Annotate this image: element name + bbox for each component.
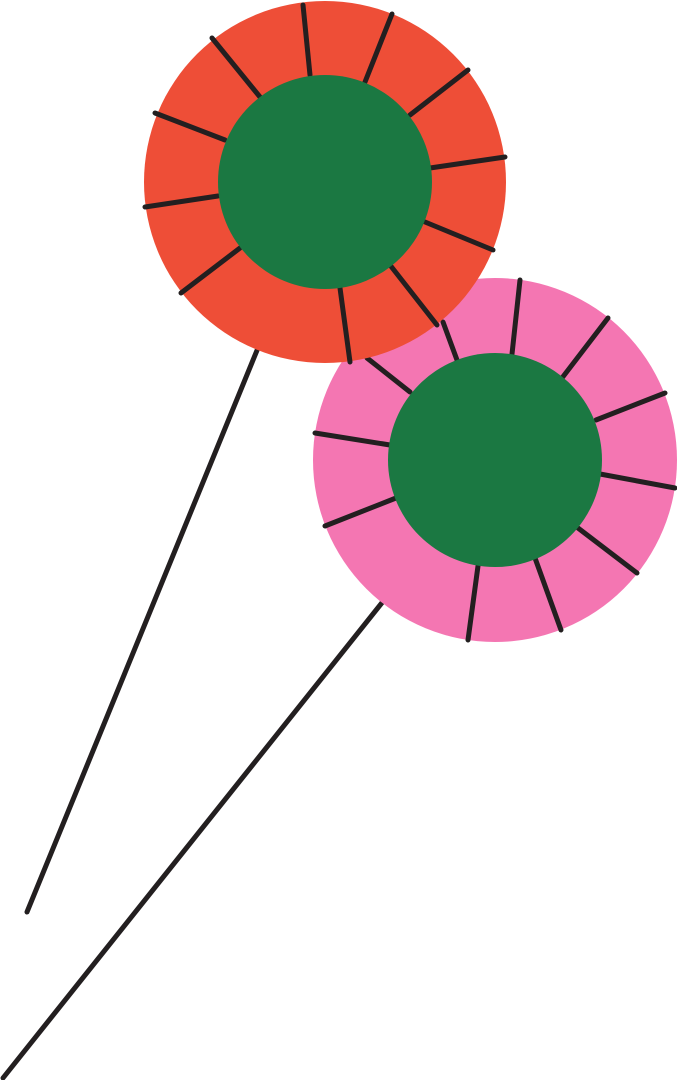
pink-flower-center	[388, 353, 602, 567]
pink-flower-spokes	[312, 277, 677, 643]
red-flower-spokes	[142, 2, 508, 365]
red-flower-center	[218, 75, 432, 289]
red-flower-stem	[24, 279, 288, 915]
red-flower	[24, 1, 508, 915]
pink-flower	[0, 277, 677, 1080]
pink-flower-stem	[0, 542, 431, 1080]
